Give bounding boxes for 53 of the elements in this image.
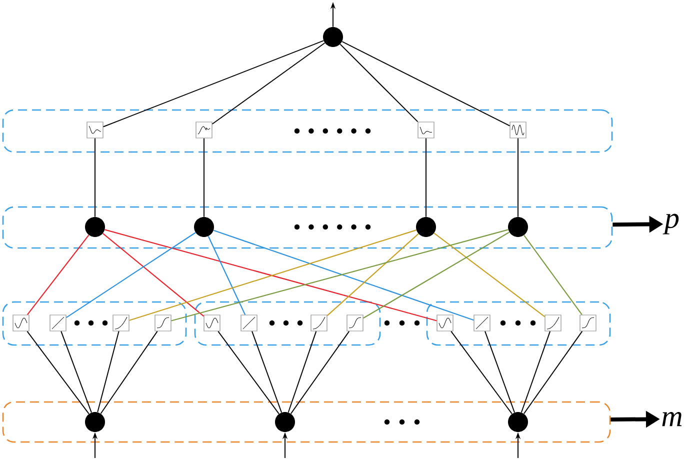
neuron-circle — [85, 217, 105, 237]
connector-line — [208, 236, 246, 315]
function-box — [12, 314, 30, 332]
neuron-circle — [85, 412, 105, 432]
connector-line — [26, 234, 90, 316]
connector-line — [94, 138, 96, 218]
function-box — [112, 314, 130, 332]
connector-line — [524, 234, 582, 316]
connector-line — [342, 41, 510, 126]
connector-line — [97, 330, 120, 413]
neuron-circle — [323, 27, 343, 47]
connector-line — [102, 40, 324, 128]
connector-line — [100, 330, 158, 414]
function-box — [154, 314, 172, 332]
neuron-circle — [275, 412, 295, 432]
connector-line — [60, 330, 92, 413]
connector-line — [102, 233, 204, 317]
label-text: p — [662, 214, 679, 234]
connector-line — [288, 330, 317, 413]
connector-line — [212, 42, 326, 125]
function-box — [310, 314, 328, 332]
function-box — [418, 122, 434, 138]
function-box — [204, 314, 220, 332]
connector-line — [340, 44, 418, 122]
connector-line — [520, 330, 551, 413]
function-box — [346, 314, 364, 332]
neuron-circle — [194, 217, 214, 237]
function-box — [86, 122, 104, 138]
connector-line — [363, 232, 510, 319]
function-box — [196, 122, 212, 138]
connector-line — [213, 230, 474, 321]
function-box — [474, 314, 490, 332]
function-box — [544, 314, 562, 332]
neuron-circle — [416, 217, 436, 237]
label-text: m — [662, 412, 682, 426]
neuron-circle — [508, 217, 528, 237]
connector-line — [523, 330, 583, 414]
function-box — [240, 314, 258, 332]
connector-line — [326, 233, 419, 316]
function-box — [510, 122, 526, 138]
connector-line — [290, 330, 350, 414]
function-box — [436, 314, 454, 332]
connector-line — [66, 232, 196, 318]
connector-line — [252, 330, 282, 413]
function-box — [50, 314, 66, 332]
connector-line — [171, 229, 508, 322]
connector-line — [434, 232, 546, 318]
connector-line — [450, 330, 512, 414]
function-box — [580, 314, 596, 332]
neuron-circle — [508, 412, 528, 432]
connector-line — [484, 330, 516, 413]
connector-line — [218, 330, 280, 414]
connector-line — [26, 330, 90, 414]
